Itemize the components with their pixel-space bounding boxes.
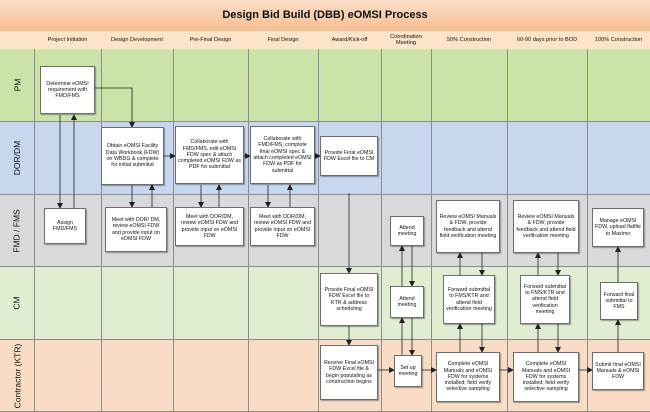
connector-arrow	[95, 87, 135, 128]
column-divider	[173, 49, 174, 412]
column-header: Final Design	[267, 37, 299, 43]
lane-pm	[34, 49, 650, 122]
task-forward-final: Forward final submittal to FMS	[600, 282, 638, 320]
task-set-up-meeting: Set up meeting	[394, 355, 422, 387]
column-divider	[101, 49, 102, 412]
column-divider	[381, 49, 382, 412]
task-collaborate-final: Collaborate with FMD/FMS, complete final…	[250, 126, 315, 184]
task-submit-final: Submit final eOMSI Manuals & eOMSI FDW	[592, 352, 644, 390]
task-meet-review-3: Meet with DOR/DM, review eOMSI FDW and p…	[250, 207, 315, 246]
column-divider	[248, 49, 249, 412]
column-divider	[34, 49, 35, 412]
column-header: Project Initiation	[47, 37, 88, 43]
lane-label-cm: CM	[0, 267, 34, 340]
lane-label-fmd-fms: FMD / FMS	[0, 195, 34, 267]
task-attend-meeting-cm: Attend meeting	[390, 286, 424, 318]
task-forward-50: Forward submittal to FMS/KTR and attend …	[443, 275, 495, 324]
task-assign-fmd-fms: Assign FMD/FMS	[44, 208, 86, 244]
column-header: Award/Kick-off	[331, 37, 368, 43]
task-complete-50: Complete eOMSI Manuals and eOMSI FDW for…	[436, 352, 500, 402]
column-divider	[587, 49, 588, 412]
task-obtain-fdw: Obtain eOMSI Facility Data Workbook (FDW…	[101, 127, 164, 185]
task-forward-60-90: Forward submittal to FMS/KTR and attend …	[520, 275, 570, 324]
lane-label-pm: PM	[0, 49, 34, 122]
task-determine-requirement: Determine eOMSI requirement with FMD/FMS	[40, 66, 95, 114]
task-attend-meeting-fmd: Attend meeting	[390, 216, 424, 246]
lane-label-contractor: Contractor (KTR)	[0, 340, 34, 412]
task-meet-review-2: Meet with DOR/DM, review eOMSI FDW and p…	[175, 207, 244, 246]
task-provide-fdw-to-cm: Provide Final eOMSI FDW Excel file to CM	[320, 136, 378, 176]
task-review-60-90: Review eOMSI Manuals & FDW, provide feed…	[513, 200, 579, 253]
task-receive-fdw: Receive Final eOMSI FDW Excel file & beg…	[320, 345, 378, 400]
column-header: Coordination Meeting	[390, 34, 422, 46]
task-meet-review-1: Meet with DOR/ DM, review eOMSI FDW and …	[105, 207, 167, 252]
column-header: 60-90 days prior to BOD	[516, 37, 578, 43]
task-collaborate-prefinal: Collaborate with FMD/FMS, edit eOMSI FDW…	[175, 126, 244, 184]
column-header: 50% Construction	[446, 37, 492, 43]
column-header: Pre-Final Design	[189, 37, 232, 43]
column-header: Design Development	[111, 37, 163, 43]
lane-label-dor-dm: DOR/DM	[0, 122, 34, 195]
task-complete-60-90: Complete eOMSI Manuals and eOMSI FDW for…	[513, 352, 579, 402]
column-divider	[431, 49, 432, 412]
task-provide-fdw-to-ktr: Provide Final eOMSI FDW Excel file to KT…	[320, 273, 378, 326]
column-header-row	[0, 31, 650, 49]
column-divider	[318, 49, 319, 412]
column-header: 100% Construction	[594, 37, 643, 43]
task-manage-fdw: Manage eOMSI FDW, upload flatfile to Max…	[592, 208, 644, 247]
diagram-title: Design Bid Build (DBB) eOMSI Process	[222, 9, 428, 21]
column-divider	[507, 49, 508, 412]
task-review-50: Review eOMSI Manuals & FDW, provide feed…	[436, 200, 500, 253]
